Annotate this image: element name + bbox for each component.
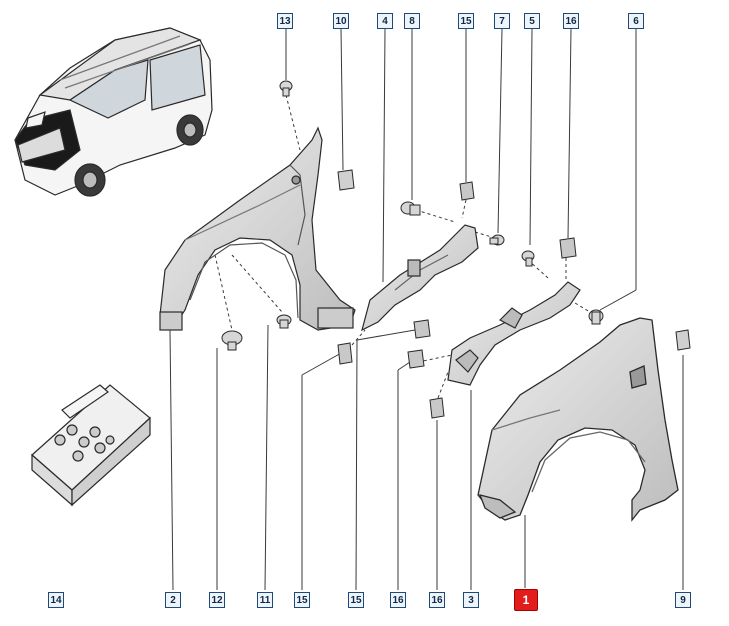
fastener-6 <box>588 309 604 325</box>
fastener-11 <box>276 314 292 329</box>
callout-10-top[interactable]: 10 <box>333 13 349 29</box>
clip-15-top <box>459 181 475 201</box>
callout-15-top[interactable]: 15 <box>458 13 474 29</box>
callout-15-bottom-b[interactable]: 15 <box>348 592 364 608</box>
assembly-lines <box>214 94 591 399</box>
upper-bracket <box>361 224 479 332</box>
callout-13-top[interactable]: 13 <box>277 13 293 29</box>
clip-10 <box>337 169 355 191</box>
clip-15-bottom-a <box>337 342 353 365</box>
clip-16-bottom-b <box>429 397 445 419</box>
clip-15-bottom-b <box>413 319 431 339</box>
bolt-5 <box>521 250 535 267</box>
callout-8-top[interactable]: 8 <box>404 13 420 29</box>
callout-11-bottom[interactable]: 11 <box>257 592 273 608</box>
callout-12-bottom[interactable]: 12 <box>209 592 225 608</box>
clip-16-bottom-a <box>407 349 425 369</box>
callout-16-bottom-a[interactable]: 16 <box>390 592 406 608</box>
callout-7-top[interactable]: 7 <box>494 13 510 29</box>
vehicle-thumbnail <box>14 27 213 197</box>
leader-lines <box>169 28 684 591</box>
callout-16-bottom-b[interactable]: 16 <box>429 592 445 608</box>
callout-9-bottom[interactable]: 9 <box>675 592 691 608</box>
callout-14-bottom[interactable]: 14 <box>48 592 64 608</box>
callout-4-top[interactable]: 4 <box>377 13 393 29</box>
clip-13 <box>279 80 293 97</box>
fastener-kit-box <box>31 384 151 507</box>
callout-1-bottom[interactable]: 1 <box>514 589 538 611</box>
clip-16-top <box>559 237 577 259</box>
callout-5-top[interactable]: 5 <box>524 13 540 29</box>
clip-9 <box>675 329 691 351</box>
front-wing <box>477 317 679 522</box>
callout-16-top[interactable]: 16 <box>563 13 579 29</box>
lower-bracket <box>447 281 581 386</box>
fastener-12 <box>221 330 243 351</box>
bolt-7 <box>489 234 505 246</box>
callout-2-bottom[interactable]: 2 <box>165 592 181 608</box>
bolt-8 <box>400 201 421 216</box>
wheel-arch-liner <box>159 126 356 331</box>
callout-3-bottom[interactable]: 3 <box>463 592 479 608</box>
callout-15-bottom-a[interactable]: 15 <box>294 592 310 608</box>
callout-6-top[interactable]: 6 <box>628 13 644 29</box>
